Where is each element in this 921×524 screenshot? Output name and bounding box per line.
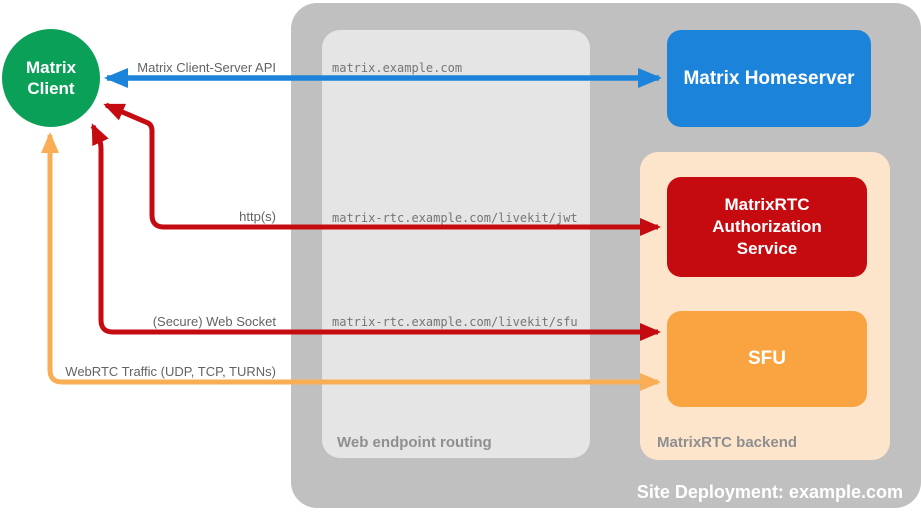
endpoint-url-homeserver: matrix.example.com [332, 61, 463, 75]
sfu-node: SFU [667, 311, 867, 407]
websocket-arrow-label: (Secure) Web Socket [152, 314, 276, 329]
matrix-homeserver-node: Matrix Homeserver [667, 30, 871, 127]
matrix-client-label: Matrix Client [25, 57, 77, 98]
webrtc-arrow-label: WebRTC Traffic (UDP, TCP, TURNs) [65, 364, 276, 379]
matrix-homeserver-label: Matrix Homeserver [683, 67, 855, 89]
sfu-label: SFU [748, 348, 786, 369]
endpoint-url-jwt: matrix-rtc.example.com/livekit/jwt [332, 211, 578, 225]
matrixrtc-auth-service-label: MatrixRTC Authorization Service [712, 195, 822, 258]
client-server-api-arrow-label: Matrix Client-Server API [137, 60, 276, 75]
web-endpoint-routing-box [322, 30, 590, 458]
matrixrtc-backend-label: MatrixRTC backend [657, 434, 798, 451]
https-arrow-label: http(s) [239, 209, 276, 224]
endpoint-url-sfu: matrix-rtc.example.com/livekit/sfu [332, 315, 578, 329]
matrix-client-node: Matrix Client [2, 29, 100, 127]
site-deployment-label: Site Deployment: example.com [636, 482, 903, 502]
matrixrtc-auth-service-node: MatrixRTC Authorization Service [667, 177, 867, 277]
web-endpoint-routing-label: Web endpoint routing [337, 434, 492, 451]
